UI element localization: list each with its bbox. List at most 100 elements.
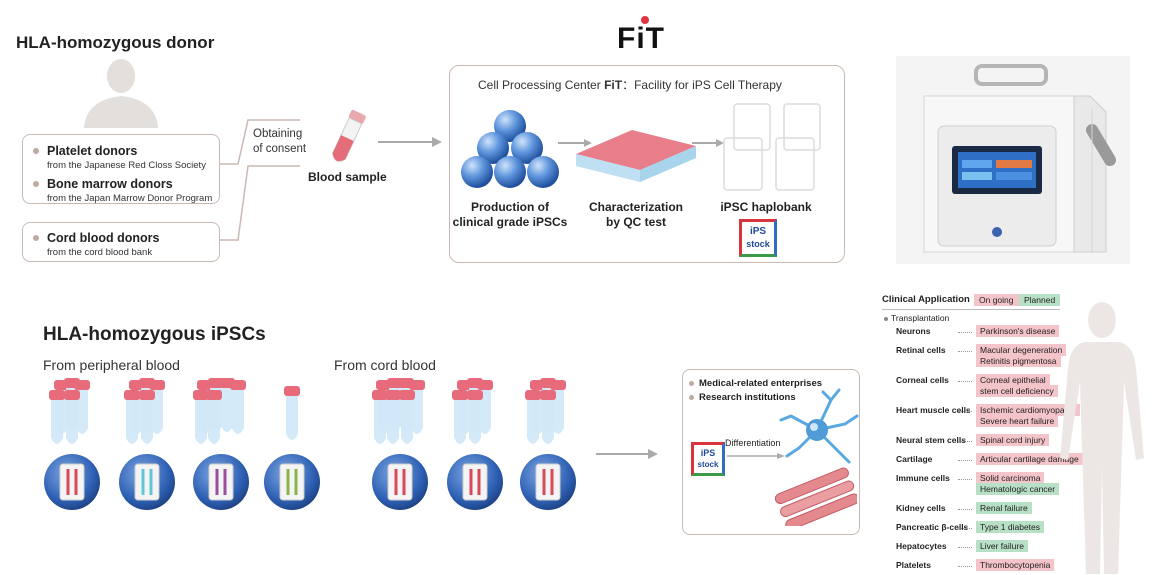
clinical-row: Heart muscle cells Ischemic cardiomyopath…	[884, 404, 1080, 431]
dotted-leader	[958, 351, 972, 352]
donor-title: Cord blood donors	[47, 231, 160, 245]
clinical-cell-type: Pancreatic β-cells	[896, 522, 969, 532]
dotted-leader	[958, 547, 972, 548]
slide-icon	[279, 463, 305, 501]
bullet-icon	[689, 394, 694, 400]
step-line: Production of	[471, 200, 549, 214]
fit-logo: FiT	[617, 22, 665, 55]
clinical-disease-tag: Ischemic cardiomyopathy	[976, 404, 1080, 416]
from-peripheral-label: From peripheral blood	[43, 357, 180, 373]
cell-tube-icon	[193, 390, 209, 444]
clinical-disease-tag: Retinitis pigmentosa	[976, 355, 1061, 367]
clinical-cell-type: Heart muscle cells	[896, 405, 971, 415]
clinical-cell-type: Corneal cells	[896, 375, 949, 385]
cell-tube-icon	[139, 390, 155, 444]
cpc-title-text: ：Facility for iPS Cell Therapy	[622, 78, 782, 92]
bullet-icon	[884, 316, 888, 321]
from-cord-label: From cord blood	[334, 357, 436, 373]
dotted-leader	[958, 381, 972, 382]
ips-stock-logo-text: iPS	[700, 448, 716, 458]
dotted-leader	[958, 528, 972, 529]
slide-icon	[134, 463, 160, 501]
cell-tube-icon	[49, 390, 65, 444]
research-label: Research institutions	[699, 392, 796, 403]
clinical-disease-tag: Corneal epithelial	[976, 374, 1050, 386]
neuron-icon	[779, 388, 859, 464]
donor-box-cord: Cord blood donors from the cord blood ba…	[22, 222, 220, 262]
clinical-cell-type: Kidney cells	[896, 503, 946, 513]
clinical-disease-tag: Thrombocytopenia	[976, 559, 1055, 571]
clinical-cell-type: Platelets	[896, 560, 931, 570]
users-box: Medical-related enterprises Research ins…	[682, 369, 860, 535]
slide-icon	[462, 463, 488, 501]
clinical-row: Neurons Parkinson's disease	[884, 325, 1074, 341]
cell-tube-icon	[385, 390, 401, 444]
dotted-leader	[958, 479, 972, 480]
cell-tube-icon	[372, 390, 388, 444]
cpc-title-fit: FiT	[604, 78, 623, 92]
clinical-disease-tag: stem cell deficiency	[976, 385, 1058, 397]
cpc-title: Cell Processing Center FiT：Facility for …	[478, 76, 782, 93]
consent-label: Obtaining of consent	[253, 127, 306, 157]
culture-device-icon	[923, 64, 1116, 253]
slide-icon	[535, 463, 561, 501]
dotted-leader	[958, 332, 972, 333]
donor-box-platelet-marrow: Platelet donors from the Japanese Red Cl…	[22, 134, 220, 204]
donor-connector-lines	[220, 119, 442, 241]
qc-plate-icon	[576, 130, 696, 182]
cell-tube-icon	[284, 386, 300, 440]
cell-tube-icon	[467, 390, 483, 444]
bullet-icon	[33, 180, 39, 187]
transplantation-text: Transplantation	[891, 313, 950, 323]
blood-tube-icon	[332, 109, 366, 162]
differentiation-label: Differentiation	[725, 438, 781, 448]
clinical-cell-type: Neurons	[896, 326, 931, 336]
clinical-disease-tag: Parkinson's disease	[976, 325, 1060, 337]
ips-stock-logo-text: iPS	[749, 226, 767, 237]
bullet-icon	[33, 234, 39, 241]
clinical-disease-tag: Severe heart failure	[976, 415, 1059, 427]
slide-icon	[59, 463, 85, 501]
arrow-icon	[596, 449, 658, 459]
ips-stock-logo: iPS stock	[691, 442, 725, 476]
ipsc-tube-set	[44, 378, 100, 510]
enterprises-label: Medical-related enterprises	[699, 378, 823, 389]
ipsc-tube-set	[119, 378, 175, 510]
donor-subtitle: from the cord blood bank	[47, 247, 153, 258]
step-haplobank-label: iPSC haplobank	[720, 200, 812, 214]
muscle-fiber-icon	[775, 467, 857, 526]
dotted-leader	[958, 566, 972, 567]
haplobank-freezers-icon	[723, 103, 821, 191]
step-production-label: Production of clinical grade iPSCs	[446, 200, 574, 230]
cell-tube-icon	[399, 390, 415, 444]
consent-line: of consent	[253, 143, 307, 155]
ipsc-heading: HLA-homozygous iPSCs	[43, 324, 266, 345]
ipsc-tube-set	[520, 378, 576, 510]
donor-person-icon	[84, 59, 158, 128]
fit-logo-dot-icon	[641, 16, 649, 24]
dotted-leader	[958, 411, 972, 412]
arrow-icon	[558, 139, 592, 147]
blood-sample-label: Blood sample	[308, 170, 387, 184]
donor-title: Bone marrow donors	[47, 177, 173, 191]
legend-planned: Planned	[1019, 294, 1061, 306]
step-line: clinical grade iPSCs	[452, 215, 568, 229]
ipsc-tube-set	[193, 378, 249, 510]
cell-tube-icon	[230, 380, 246, 434]
clinical-disease-tag: Spinal cord injury	[976, 434, 1050, 446]
cell-tube-icon	[124, 390, 140, 444]
slide-icon	[208, 463, 234, 501]
clinical-cell-type: Immune cells	[896, 473, 950, 483]
clinical-disease-tag: Hematologic cancer	[976, 483, 1060, 495]
cell-tube-icon	[540, 390, 556, 444]
ipsc-tube-set	[447, 378, 503, 510]
ipsc-spheres-icon	[461, 110, 559, 188]
clinical-cell-type: Retinal cells	[896, 345, 946, 355]
clinical-disease-tag: Macular degeneration	[976, 344, 1067, 356]
